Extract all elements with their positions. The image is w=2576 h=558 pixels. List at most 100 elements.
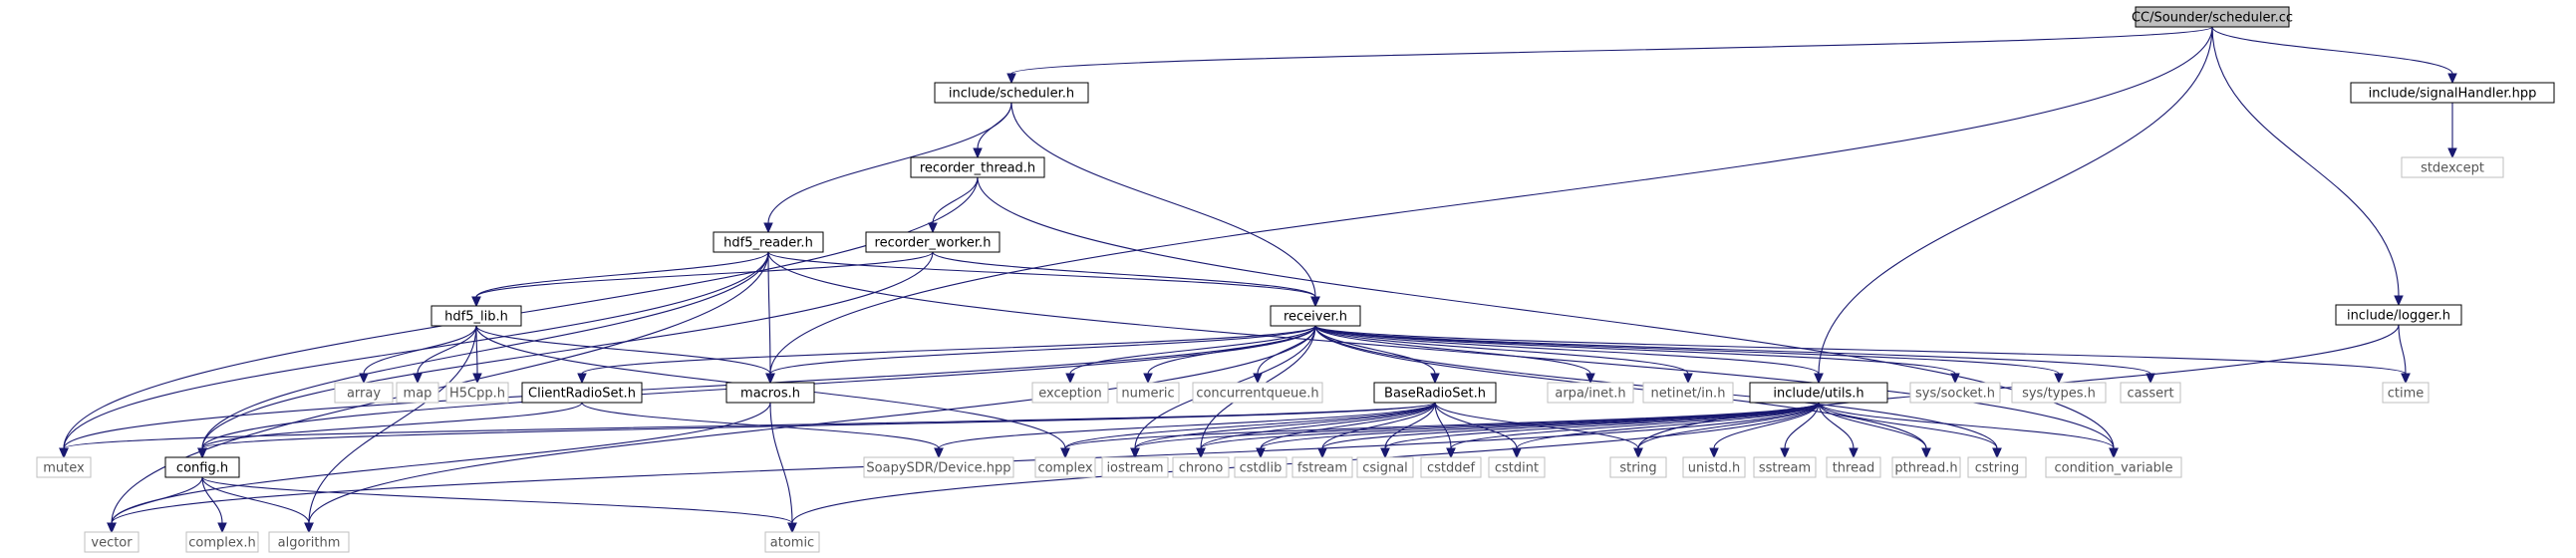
- edge-line: [201, 476, 793, 524]
- node-recorder-worker-h[interactable]: recorder_worker.h: [865, 231, 1001, 253]
- edge-arrowhead: [2109, 447, 2119, 459]
- edge-utils-to-unistd: [1709, 402, 1820, 459]
- node-soapysdr-device-hpp: SoapySDR/Device.hpp: [863, 456, 1014, 478]
- node-label: unistd.h: [1688, 461, 1741, 476]
- node-box: [1826, 456, 1881, 478]
- edge-arrowhead: [1512, 447, 1522, 459]
- node-label: include/utils.h: [1773, 387, 1863, 402]
- node-box: [185, 531, 259, 553]
- edge-arrowhead: [471, 296, 481, 308]
- edge-receiver-to-macros: [765, 325, 1316, 385]
- node-arpa-inet-h: arpa/inet.h: [1547, 382, 1634, 404]
- node-label: include/logger.h: [2347, 309, 2450, 324]
- node-box: [1270, 305, 1361, 327]
- node-box: [445, 382, 509, 404]
- node-macros-h[interactable]: macros.h: [725, 382, 815, 404]
- node-box: [1749, 382, 1888, 404]
- node-box: [2135, 6, 2290, 28]
- node-hdf5-reader-h[interactable]: hdf5_reader.h: [713, 231, 824, 253]
- edge-line: [1314, 325, 1436, 375]
- edge-utils-to-string: [1633, 402, 1820, 459]
- edge-line: [417, 325, 477, 375]
- edge-utils-to-pthread: [1818, 402, 1931, 459]
- edge-sched-to-hdf5r: [763, 102, 1012, 234]
- edge-baseradio-to-soapy: [934, 402, 1436, 459]
- edge-line: [475, 251, 934, 298]
- node-algorithm: algorithm: [268, 531, 350, 553]
- node-numeric: numeric: [1116, 382, 1180, 404]
- node-include-utils-h[interactable]: include/utils.h: [1749, 382, 1888, 404]
- node-clientradioset-h[interactable]: ClientRadioSet.h: [521, 382, 643, 404]
- node-label: include/scheduler.h: [949, 87, 1074, 102]
- node-sys-socket-h: sys/socket.h: [1909, 382, 2001, 404]
- node-label: hdf5_reader.h: [723, 236, 813, 251]
- edge-baseradio-to-iostream: [1130, 402, 1436, 459]
- node-h5cpp-h: H5Cpp.h: [445, 382, 509, 404]
- edge-line: [1314, 325, 2151, 375]
- edge-hdf5lib-to-array: [359, 325, 477, 385]
- node-cstddef: cstddef: [1420, 456, 1482, 478]
- node-recorder-thread-h[interactable]: recorder_thread.h: [910, 156, 1045, 178]
- node-label: pthread.h: [1894, 461, 1957, 476]
- node-box: [268, 531, 350, 553]
- node-config-h[interactable]: config.h: [164, 456, 240, 478]
- node-box: [84, 531, 140, 553]
- node-box: [1420, 456, 1482, 478]
- node-baseradioset-h[interactable]: BaseRadioSet.h: [1373, 382, 1497, 404]
- edge-config-to-complexh: [201, 476, 227, 534]
- edge-line: [201, 251, 934, 449]
- edge-line: [1314, 325, 1689, 375]
- node-label: cstddef: [1427, 461, 1476, 476]
- edge-hdf5r-to-hdf5lib: [471, 251, 769, 308]
- node-stdexcept: stdexcept: [2401, 156, 2504, 178]
- node-cstdint: cstdint: [1488, 456, 1546, 478]
- node-include-signalhandler-hpp[interactable]: include/signalHandler.hpp: [2350, 82, 2555, 104]
- node-box: [521, 382, 643, 404]
- node-label: complex: [1037, 461, 1092, 476]
- node-label: concurrentqueue.h: [1196, 387, 1318, 402]
- node-string: string: [1609, 456, 1667, 478]
- node-label: numeric: [1121, 387, 1174, 402]
- node-label: stdexcept: [2421, 161, 2484, 176]
- node-label: chrono: [1179, 461, 1224, 476]
- node-map: map: [396, 382, 439, 404]
- node-box: [1101, 456, 1169, 478]
- node-include-scheduler-h[interactable]: include/scheduler.h: [934, 82, 1089, 104]
- node-box: [2350, 82, 2555, 104]
- node-box: [1031, 382, 1109, 404]
- edge-config-to-algorithm: [201, 476, 314, 534]
- node-cc-sounder-scheduler-cc[interactable]: CC/Sounder/scheduler.cc: [2132, 6, 2293, 28]
- edge-line: [1784, 402, 1820, 449]
- edge-arrowhead: [1317, 447, 1327, 459]
- edge-line: [932, 251, 1316, 298]
- node-atomic: atomic: [764, 531, 820, 553]
- node-label: thread: [1833, 461, 1875, 476]
- node-cstring: cstring: [1967, 456, 2027, 478]
- edge-line: [767, 102, 1012, 224]
- edge-line: [932, 176, 979, 224]
- node-label: sys/types.h: [2022, 387, 2096, 402]
- edge-arrowhead: [107, 522, 117, 534]
- node-include-logger-h[interactable]: include/logger.h: [2335, 304, 2462, 326]
- node-receiver-h[interactable]: receiver.h: [1270, 305, 1361, 327]
- edge-utils-to-cstdlib: [1256, 402, 1820, 459]
- node-label: string: [1619, 461, 1656, 476]
- node-box: [1034, 456, 1096, 478]
- edge-line: [201, 402, 1436, 449]
- edge-arrowhead: [1709, 447, 1719, 459]
- edge-arrowhead: [2146, 373, 2155, 385]
- nodes-layer: CC/Sounder/scheduler.cc include/scheduler…: [36, 6, 2555, 553]
- node-hdf5-lib-h[interactable]: hdf5_lib.h: [430, 305, 522, 327]
- node-complex-h: complex.h: [185, 531, 259, 553]
- edge-hdf5lib-to-map: [413, 325, 477, 385]
- node-complex: complex: [1034, 456, 1096, 478]
- node-label: CC/Sounder/scheduler.cc: [2132, 11, 2293, 26]
- node-box: [1642, 382, 1734, 404]
- edge-arrowhead: [1585, 373, 1595, 385]
- edge-arrowhead: [304, 522, 314, 534]
- node-label: algorithm: [278, 536, 341, 551]
- node-box: [1547, 382, 1634, 404]
- edge-arrowhead: [1683, 373, 1693, 385]
- edge-receiver-to-clientrs: [577, 325, 1316, 385]
